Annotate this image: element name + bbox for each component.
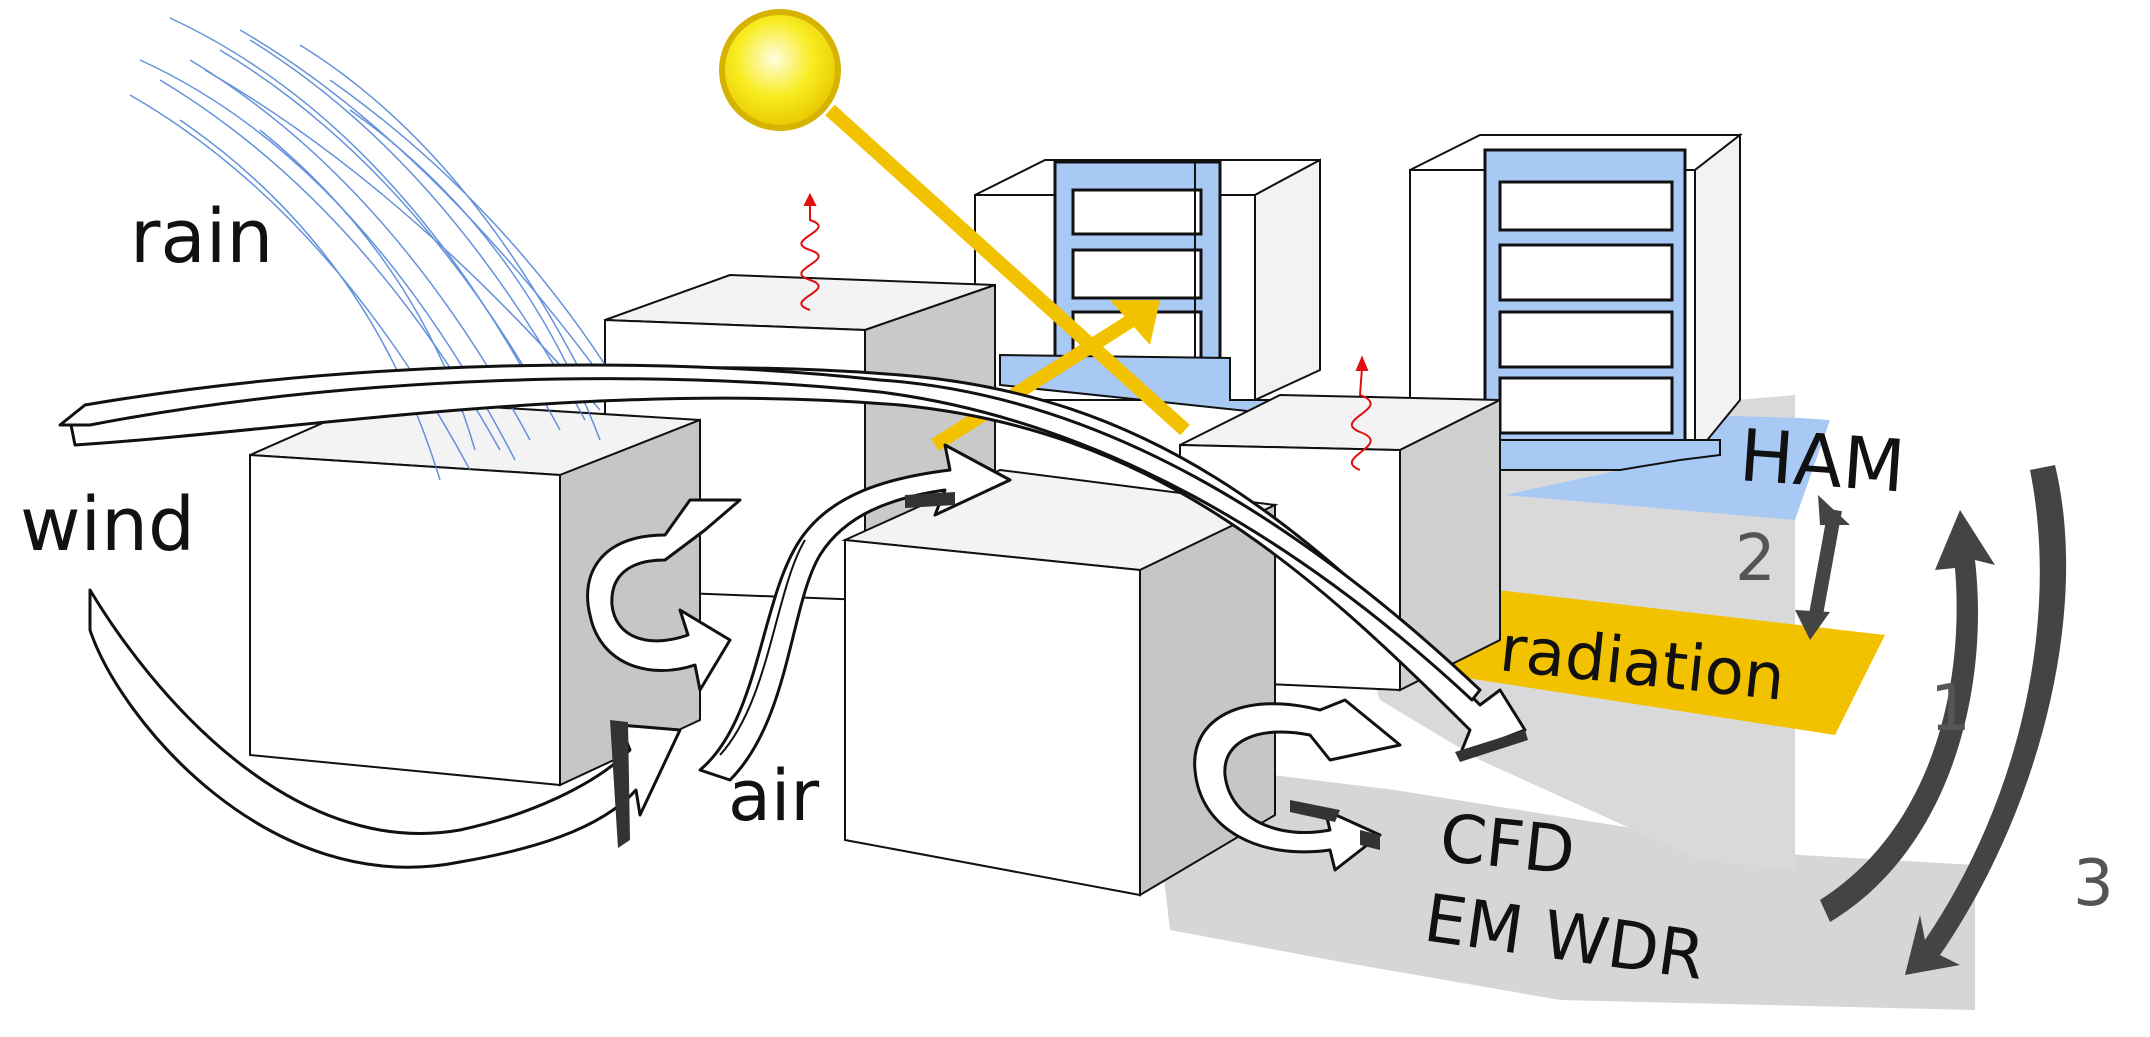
coupling-number-3: 3 — [2073, 847, 2114, 921]
upper-wind-arrow — [58, 363, 1482, 702]
lower-wind-arrow — [88, 588, 682, 869]
arrow-shadows — [610, 492, 1528, 850]
vortex-left-arrow — [586, 498, 742, 692]
cfd-layer — [1150, 760, 1975, 1010]
ham-label: HAM — [1737, 413, 1908, 508]
cfd-label: CFD — [1436, 799, 1578, 890]
wind-label: wind — [20, 482, 195, 568]
heat-wave-icon-right — [1351, 355, 1372, 471]
reflected-ray — [931, 300, 1160, 451]
air-label: air — [728, 755, 819, 837]
coupling-number-1: 1 — [1930, 672, 1971, 746]
building-center-front — [841, 468, 1279, 897]
coupling-arrow-2 — [1795, 495, 1850, 640]
heat-wave-icon — [800, 192, 820, 311]
rain-label: rain — [130, 194, 273, 280]
radiation-layer — [1415, 588, 1885, 735]
air-updraft-arrow — [698, 443, 1012, 782]
air-updraft-arrow-inner — [719, 539, 806, 756]
sun-icon — [719, 9, 1190, 436]
coupling-arrow-1 — [1820, 510, 1995, 922]
coupling-number-2: 2 — [1735, 522, 1776, 596]
coupling-arrow-3 — [1905, 465, 2067, 975]
